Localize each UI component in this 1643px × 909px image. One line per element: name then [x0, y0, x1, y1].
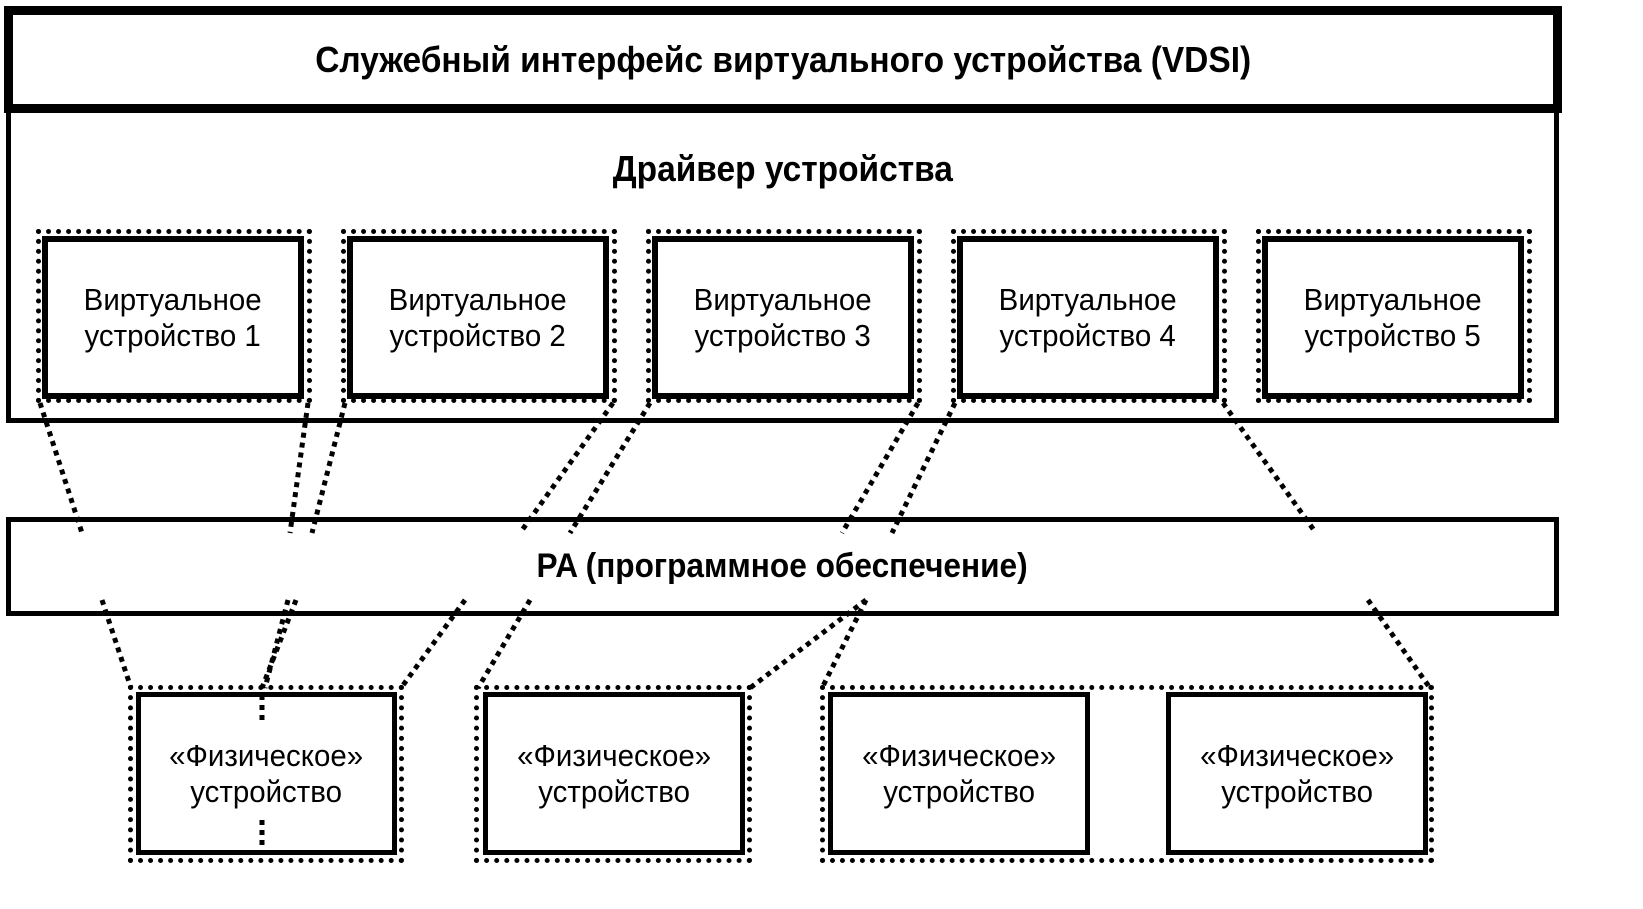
vdsi-box: Служебный интерфейс виртуального устройс…	[4, 6, 1562, 113]
physical-device-2-line1: «Физическое»	[517, 737, 711, 773]
virtual-device-4-boundary	[951, 229, 1227, 403]
device-driver-container	[6, 109, 1559, 423]
virtual-device-2-line2: устройство 2	[389, 317, 567, 353]
pa-label: PA (программное обеспечение)	[536, 547, 1029, 585]
device-driver-title: Драйвер устройства	[0, 148, 1566, 190]
physical-device-3-line1: «Физическое»	[862, 737, 1056, 773]
virtual-device-4-line1: Виртуальное	[999, 281, 1177, 317]
virtual-device-2-boundary	[341, 229, 617, 403]
vdsi-label: Служебный интерфейс виртуального устройс…	[315, 38, 1251, 80]
physical-device-1-line1: «Физическое»	[169, 737, 364, 773]
virtual-device-5-line2: устройство 5	[1304, 317, 1482, 353]
physical-device-3-line2: устройство	[883, 773, 1035, 809]
virtual-device-2-line1: Виртуальное	[389, 281, 567, 317]
device-driver-label: Драйвер устройства	[612, 148, 954, 189]
physical-device-1: «Физическое»устройство	[136, 692, 397, 855]
physical-group-3-boundary	[820, 685, 1434, 863]
virtual-device-1-line2: устройство 1	[84, 317, 262, 353]
virtual-device-3-line2: устройство 3	[694, 317, 872, 353]
physical-device-1-line2: устройство	[190, 773, 343, 809]
virtual-device-5-boundary	[1256, 229, 1532, 403]
physical-device-4-line2: устройство	[1221, 773, 1373, 809]
virtual-device-4-line2: устройство 4	[999, 317, 1177, 353]
virtual-device-1-boundary	[36, 229, 312, 403]
virtual-device-1-line1: Виртуальное	[84, 281, 262, 317]
virtual-device-3-line1: Виртуальное	[694, 281, 872, 317]
pa-software-box: PA (программное обеспечение)	[6, 517, 1559, 616]
virtual-device-3-boundary	[646, 229, 922, 403]
physical-device-2: «Физическое»устройство	[483, 692, 745, 855]
physical-device-4: «Физическое»устройство	[1166, 692, 1428, 855]
physical-group-2-boundary	[474, 685, 752, 863]
physical-device-3: «Физическое»устройство	[828, 692, 1090, 855]
physical-device-2-line2: устройство	[538, 773, 690, 809]
virtual-device-5-line1: Виртуальное	[1304, 281, 1482, 317]
physical-device-4-line1: «Физическое»	[1200, 737, 1394, 773]
